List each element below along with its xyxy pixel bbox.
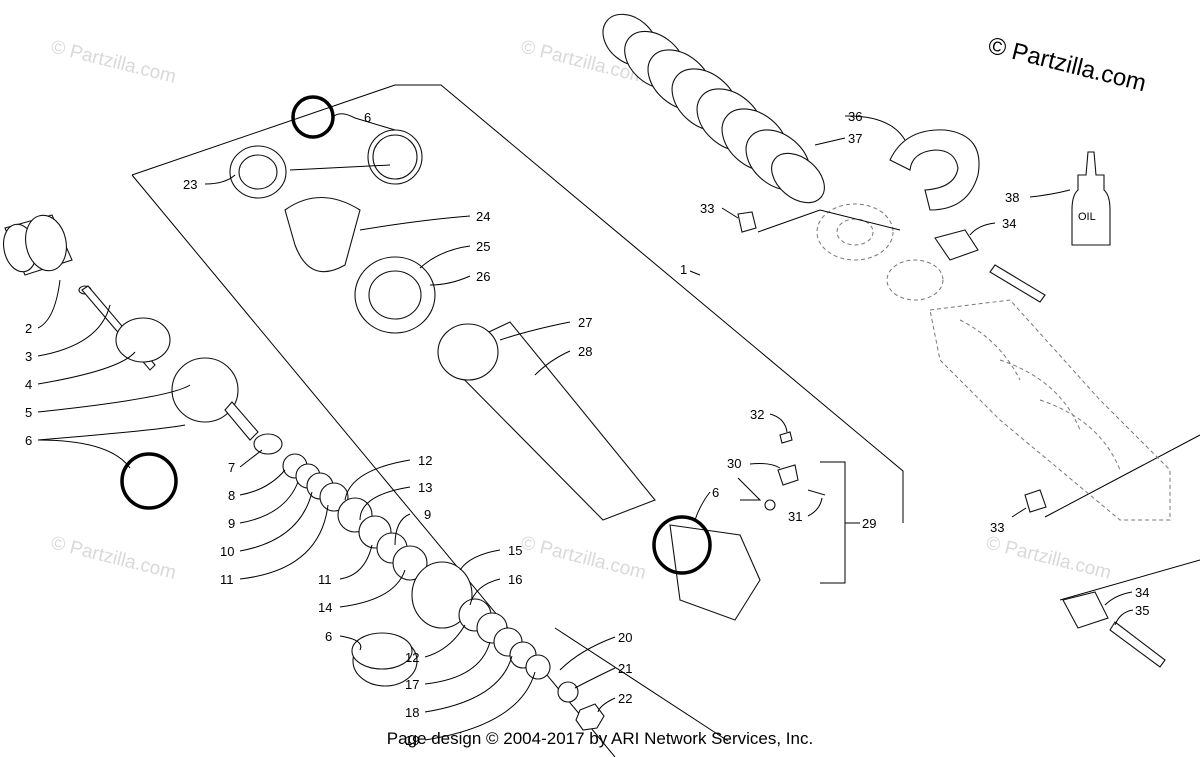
spring-collar xyxy=(889,129,980,211)
watermark-text: © Partzilla.com xyxy=(519,532,648,583)
callout-34: 34 xyxy=(1002,216,1016,231)
callout-35: 35 xyxy=(1135,603,1149,618)
callout-10: 10 xyxy=(220,544,234,559)
callout-28: 28 xyxy=(578,344,592,359)
callout-25: 25 xyxy=(476,239,490,254)
callout-12: 12 xyxy=(418,453,432,468)
callout-30: 30 xyxy=(727,456,741,471)
callout-23: 23 xyxy=(183,177,197,192)
callout-24: 24 xyxy=(476,209,490,224)
callout-9: 9 xyxy=(424,507,431,522)
callout-21: 21 xyxy=(618,661,632,676)
callout-5: 5 xyxy=(25,405,32,420)
watermark-group: © Partzilla.com © Partzilla.com © Partzi… xyxy=(49,36,1113,583)
oil-label: OIL xyxy=(1078,211,1096,223)
assembled-shock-ghost xyxy=(816,203,1171,521)
watermark-text: © Partzilla.com xyxy=(49,532,178,583)
assembly-outline-line xyxy=(131,84,904,523)
callout-19: 19 xyxy=(405,733,419,748)
callout-32: 32 xyxy=(750,407,764,422)
callout-17: 17 xyxy=(405,677,419,692)
callout-22: 22 xyxy=(618,691,632,706)
callout-31: 31 xyxy=(788,509,802,524)
callout-27: 27 xyxy=(578,315,592,330)
callout-2: 2 xyxy=(25,321,32,336)
mounting-hardware xyxy=(737,211,1166,668)
callout-15: 15 xyxy=(508,543,522,558)
coil-spring xyxy=(602,13,825,204)
o-ring xyxy=(291,95,335,139)
oil-bottle: OIL xyxy=(1071,151,1111,246)
reservoir-valve-parts xyxy=(764,431,826,511)
callout-37: 37 xyxy=(848,131,862,146)
callout-4: 4 xyxy=(25,377,32,392)
callout-6: 6 xyxy=(712,485,719,500)
callout-3: 3 xyxy=(25,349,32,364)
callout-11: 11 xyxy=(318,572,332,587)
callout-6: 6 xyxy=(364,110,371,125)
callout-6: 6 xyxy=(325,629,332,644)
callout-13: 13 xyxy=(418,480,432,495)
callout-36: 36 xyxy=(848,109,862,124)
callout-8: 8 xyxy=(228,488,235,503)
callout-6: 6 xyxy=(25,433,32,448)
assembly-outline-line xyxy=(554,627,729,742)
assembly-outline-line xyxy=(1044,434,1200,518)
callout-9: 9 xyxy=(228,516,235,531)
callout-33: 33 xyxy=(700,201,714,216)
callout-14: 14 xyxy=(318,600,332,615)
callout-26: 26 xyxy=(476,269,490,284)
leader-lines xyxy=(37,113,1134,741)
o-ring xyxy=(652,515,712,575)
callout-11: 11 xyxy=(220,572,234,587)
watermark-text: © Partzilla.com xyxy=(49,36,178,87)
callout-18: 18 xyxy=(405,705,419,720)
callout-16: 16 xyxy=(508,572,522,587)
assembly-outline xyxy=(131,84,1200,757)
valve-shim-stack xyxy=(282,453,605,731)
callout-7: 7 xyxy=(228,460,235,475)
assembly-outline-line xyxy=(1059,559,1200,601)
callout-34: 34 xyxy=(1135,585,1149,600)
callout-38: 38 xyxy=(1005,190,1019,205)
callout-29: 29 xyxy=(862,516,876,531)
callout-1: 1 xyxy=(680,262,687,277)
o-ring xyxy=(120,452,178,510)
watermark-text: © Partzilla.com xyxy=(984,532,1113,583)
callout-12: 12 xyxy=(405,650,419,665)
callout-labels: 1 2 3 4 5 6 6 6 6 7 8 9 9 10 11 11 12 12… xyxy=(25,109,1149,748)
callout-20: 20 xyxy=(618,630,632,645)
center-parts xyxy=(229,129,761,621)
left-parts-stack xyxy=(3,214,605,731)
callout-33: 33 xyxy=(990,520,1004,535)
footer-copyright: Page design © 2004-2017 by ARI Network S… xyxy=(386,729,814,748)
